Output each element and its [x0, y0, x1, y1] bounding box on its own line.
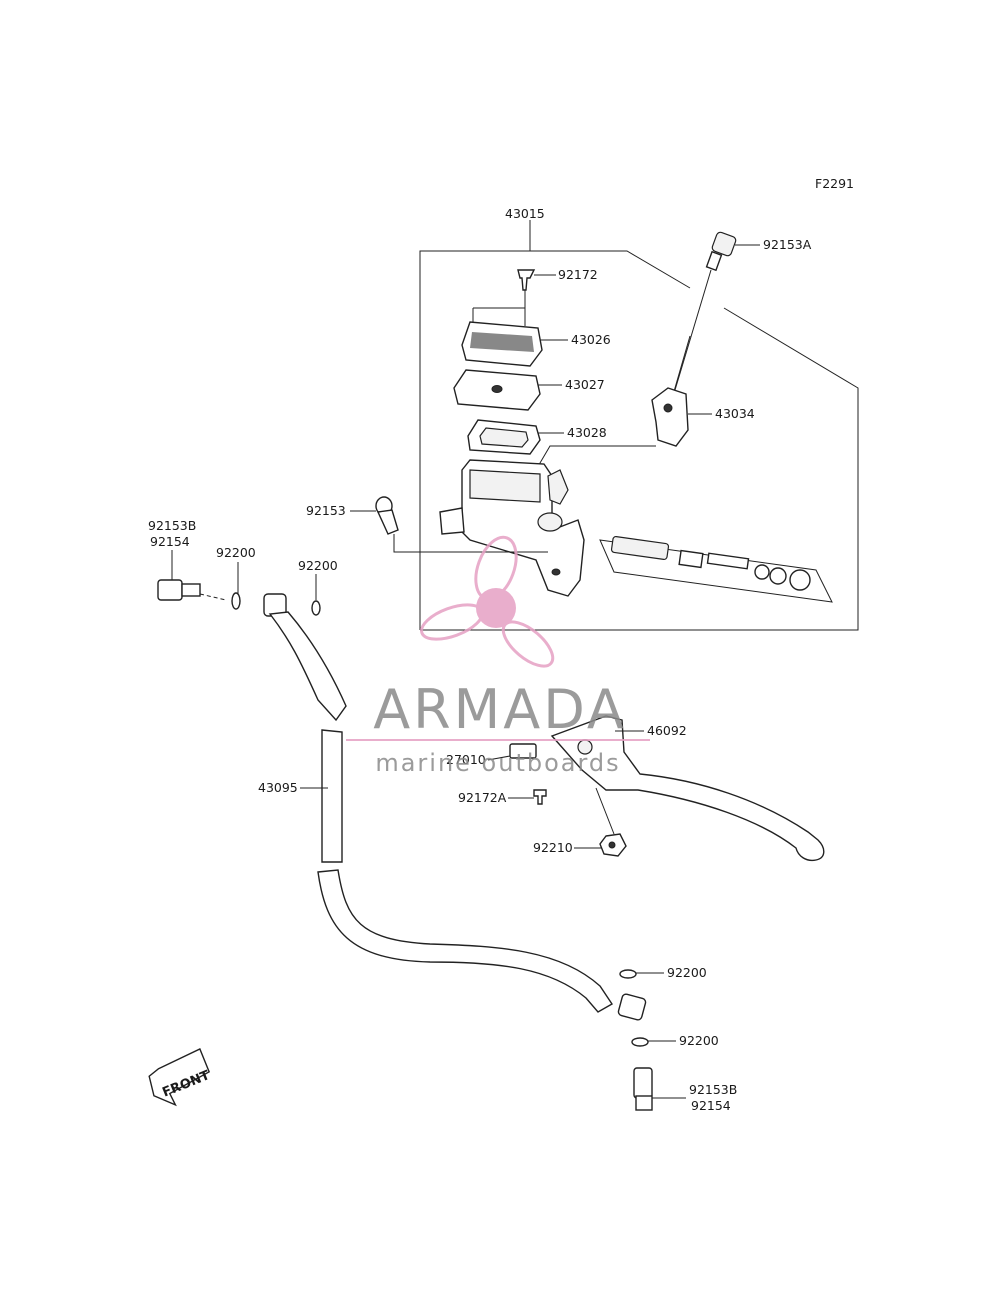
label-92153B-right: 92153B — [689, 1082, 737, 1097]
part-diaphragm: 43028 — [467, 419, 607, 455]
label-43015: 43015 — [505, 206, 545, 221]
assembly-box: 43015 — [419, 206, 859, 631]
label-43026: 43026 — [571, 332, 611, 347]
label-92200-left-a: 92200 — [216, 545, 256, 560]
label-46092: 46092 — [647, 723, 687, 738]
label-43034: 43034 — [715, 406, 755, 421]
label-92200-left-b: 92200 — [298, 558, 338, 573]
part-lever: 46092 — [550, 715, 825, 862]
label-43027: 43027 — [565, 377, 605, 392]
part-lever-holder: 43034 — [529, 387, 755, 481]
label-27010: 27010 — [446, 752, 486, 767]
watermark-brand: ARMADA — [373, 678, 627, 741]
watermark-tagline: marine outboards — [375, 749, 620, 777]
part-cap-screw: 92172 — [472, 267, 598, 326]
part-reservoir-cap: 43026 — [461, 321, 611, 367]
label-92153B-left: 92153B — [148, 518, 196, 533]
watermark: ARMADA marine outboards — [346, 535, 650, 777]
label-92154-right: 92154 — [691, 1098, 731, 1113]
label-92200-right-a: 92200 — [667, 965, 707, 980]
part-switch: 27010 — [446, 743, 537, 767]
label-92200-right-b: 92200 — [679, 1033, 719, 1048]
label-92172: 92172 — [558, 267, 598, 282]
label-43095: 43095 — [258, 780, 298, 795]
part-master-cylinder — [439, 459, 585, 597]
part-piston-kit — [599, 535, 833, 603]
label-92210: 92210 — [533, 840, 573, 855]
label-92153A: 92153A — [763, 237, 812, 252]
figure-code: F2291 — [815, 176, 854, 191]
propeller-logo-icon — [420, 535, 555, 668]
part-switch-screw: 92172A — [458, 789, 547, 805]
part-hose: 43095 — [258, 593, 647, 1021]
part-cap-plate: 43027 — [453, 369, 605, 411]
part-banjo-right: 92200 92200 92153B 92154 — [619, 965, 737, 1113]
label-92172A: 92172A — [458, 790, 507, 805]
label-92153: 92153 — [306, 503, 346, 518]
part-pivot-nut: 92210 — [533, 787, 627, 857]
label-43028: 43028 — [567, 425, 607, 440]
label-92154-left: 92154 — [150, 534, 190, 549]
part-bleeder-top: 92153A — [659, 231, 812, 441]
front-arrow-icon: FRONT — [148, 1047, 212, 1107]
part-bolt-92153: 92153 — [306, 496, 548, 553]
part-banjo-left: 92153B 92154 92200 92200 — [148, 518, 338, 616]
